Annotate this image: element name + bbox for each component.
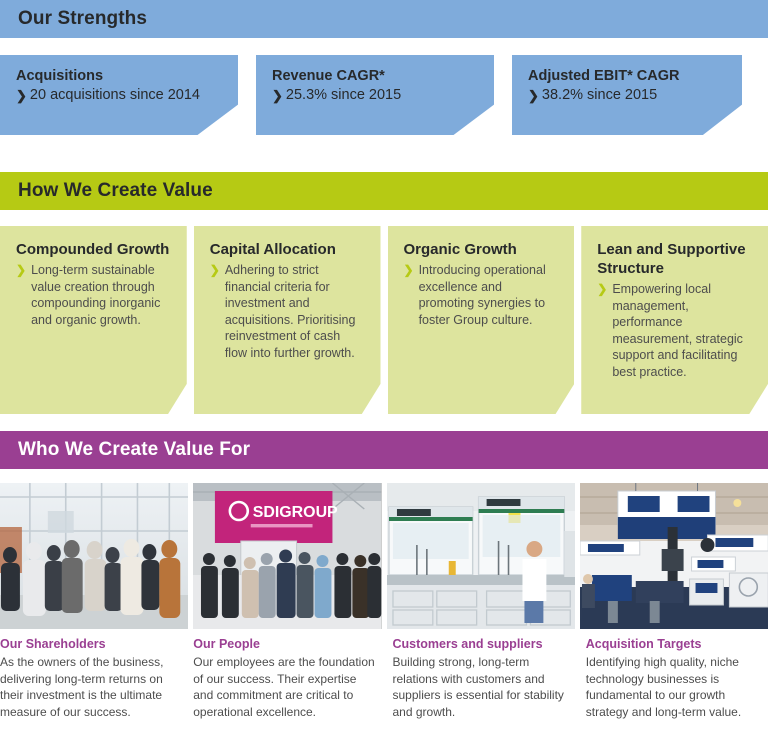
stakeholder-card-title: Our Shareholders <box>0 637 106 651</box>
section-banner-who-we-create-value-for: Who We Create Value For <box>0 431 768 469</box>
strength-card-body: ❯ 38.2% since 2015 <box>528 86 728 105</box>
value-card-title: Compounded Growth <box>16 241 170 258</box>
chevron-right-icon: ❯ <box>528 88 539 103</box>
value-card-text: Long-term sustainable value creation thr… <box>31 263 161 327</box>
stakeholder-card-our-shareholders[interactable]: Our Shareholders As the owners of the bu… <box>0 483 189 720</box>
chevron-right-icon: ❯ <box>597 282 608 296</box>
trade-show-booth-photo <box>579 483 768 629</box>
value-card-capital-allocation[interactable]: Capital Allocation ❯ Adhering to strict … <box>193 226 381 414</box>
stakeholder-card-text: As the owners of the business, deliverin… <box>0 655 164 719</box>
section-banner-label: How We Create Value <box>18 180 213 201</box>
strength-card-body: ❯ 20 acquisitions since 2014 <box>16 86 224 105</box>
strength-card-value: 25.3% since 2015 <box>285 87 402 103</box>
strength-card-body: ❯ 25.3% since 2015 <box>272 86 480 105</box>
value-card-body: ❯ Adhering to strict financial criteria … <box>210 262 365 361</box>
strength-card-revenue-cagr[interactable]: Revenue CAGR* ❯ 25.3% since 2015 <box>256 55 494 135</box>
strength-card-title: Adjusted EBIT* CAGR <box>528 68 680 84</box>
strength-card-value: 20 acquisitions since 2014 <box>29 87 200 103</box>
value-card-lean-and-supportive-structure[interactable]: Lean and Supportive Structure ❯ Empoweri… <box>581 226 768 414</box>
value-card-title: Organic Growth <box>403 241 517 258</box>
value-card-compounded-growth[interactable]: Compounded Growth ❯ Long-term sustainabl… <box>0 226 187 414</box>
chevron-right-icon: ❯ <box>272 88 283 103</box>
sdi-group-team-photo: SDIGROUP <box>193 483 382 629</box>
strength-card-acquisitions[interactable]: Acquisitions ❯ 20 acquisitions since 201… <box>0 55 238 135</box>
stakeholder-card-title: Our People <box>193 637 260 651</box>
stakeholder-card-text: Identifying high quality, niche technolo… <box>585 655 742 719</box>
stakeholder-card-text: Building strong, long-term relations wit… <box>392 655 564 719</box>
value-card-text: Adhering to strict financial criteria fo… <box>224 263 356 360</box>
value-card-body: ❯ Empowering local management, performan… <box>597 281 752 380</box>
chevron-right-icon: ❯ <box>16 88 27 103</box>
section-banner-label: Our Strengths <box>18 8 148 29</box>
chevron-right-icon: ❯ <box>403 263 414 277</box>
value-card-body: ❯ Long-term sustainable value creation t… <box>16 262 171 328</box>
section-banner-label: Who We Create Value For <box>18 439 251 460</box>
section-banner-our-strengths: Our Strengths <box>0 0 768 38</box>
stakeholder-card-text: Our employees are the foundation of our … <box>193 655 375 719</box>
value-card-title: Capital Allocation <box>209 241 336 258</box>
stakeholder-card-our-people[interactable]: SDIGROUP Ou <box>193 483 382 720</box>
strength-card-title: Acquisitions <box>16 68 104 84</box>
networking-event-photo <box>0 483 189 629</box>
stakeholder-card-acquisition-targets[interactable]: Acquisition Targets Identifying high qua… <box>579 483 768 720</box>
stakeholder-card-title: Acquisition Targets <box>585 637 702 651</box>
value-card-text: Empowering local management, performance… <box>612 282 743 379</box>
sdi-group-banner-text: SDIGROUP <box>253 504 338 521</box>
strength-card-adjusted-ebit-cagr[interactable]: Adjusted EBIT* CAGR ❯ 38.2% since 2015 <box>512 55 742 135</box>
value-card-text: Introducing operational excellence and p… <box>418 263 546 327</box>
laboratory-fume-hoods-photo <box>386 483 575 629</box>
section-banner-how-we-create-value: How We Create Value <box>0 172 768 210</box>
stakeholder-card-title: Customers and suppliers <box>392 637 543 651</box>
value-card-body: ❯ Introducing operational excellence and… <box>404 262 559 328</box>
chevron-right-icon: ❯ <box>16 263 27 277</box>
value-card-organic-growth[interactable]: Organic Growth ❯ Introducing operational… <box>387 226 575 414</box>
value-card-title: Lean and Supportive Structure <box>597 241 746 277</box>
value-card-row: Compounded Growth ❯ Long-term sustainabl… <box>0 210 768 414</box>
strength-card-title: Revenue CAGR* <box>272 68 385 84</box>
stakeholder-card-row: Our Shareholders As the owners of the bu… <box>0 469 768 720</box>
chevron-right-icon: ❯ <box>209 263 220 277</box>
stakeholder-card-customers-and-suppliers[interactable]: Customers and suppliers Building strong,… <box>386 483 575 720</box>
strength-card-value: 38.2% since 2015 <box>541 87 658 103</box>
strengths-card-row: Acquisitions ❯ 20 acquisitions since 201… <box>0 38 768 151</box>
